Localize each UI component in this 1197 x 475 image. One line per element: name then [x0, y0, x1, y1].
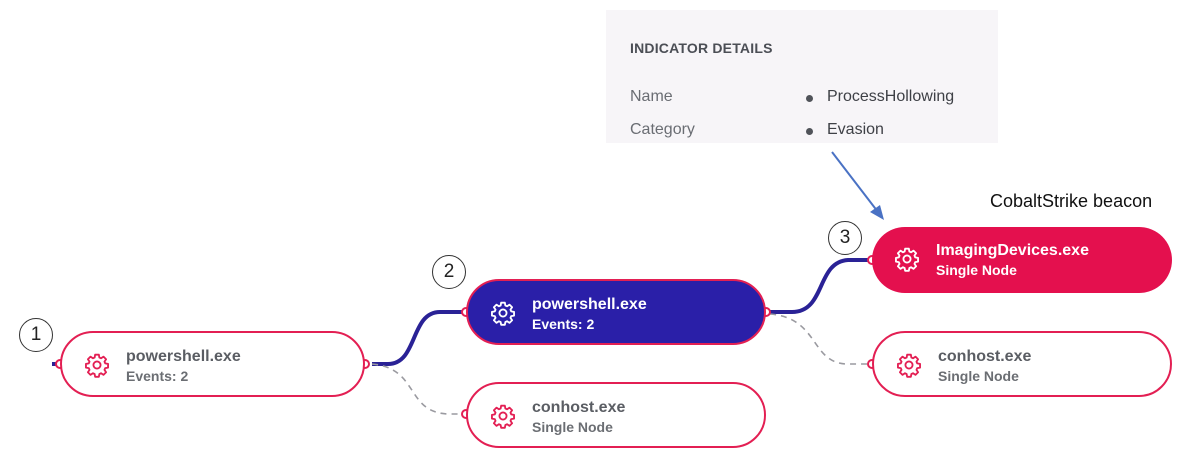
annotation-arrow — [831, 151, 879, 213]
gear-icon — [491, 301, 515, 326]
node-subtitle: Events: 2 — [532, 316, 595, 332]
step-number-1: 1 — [19, 318, 53, 352]
node-title: conhost.exe — [532, 399, 626, 416]
connector-1-conhost — [371, 363, 466, 415]
gear-icon — [895, 247, 919, 272]
annotation-arrowhead — [870, 205, 884, 220]
indicator-key: Category — [630, 121, 695, 138]
node-title: ImagingDevices.exe — [936, 242, 1089, 259]
connector-1-2 — [372, 310, 466, 366]
node-subtitle: Single Node — [532, 419, 613, 435]
node-title: powershell.exe — [532, 296, 647, 313]
indicator-value: Evasion — [827, 121, 884, 138]
step-number-3: 3 — [828, 221, 862, 255]
indicator-details-panel: INDICATOR DETAILS Name ProcessHollowing … — [606, 10, 998, 143]
annotation-label: CobaltStrike beacon — [990, 191, 1153, 211]
node-subtitle: Single Node — [938, 368, 1019, 384]
connector-2-conhost — [769, 313, 872, 365]
process-node-powershell-root[interactable]: powershell.exe Events: 2 — [60, 331, 365, 397]
connector-2-3 — [766, 258, 872, 314]
node-subtitle: Events: 2 — [126, 368, 189, 384]
indicator-details-header: INDICATOR DETAILS — [630, 40, 773, 56]
node-title: powershell.exe — [126, 348, 241, 365]
step-number-2: 2 — [432, 255, 466, 289]
node-title: conhost.exe — [938, 348, 1032, 365]
node-subtitle: Single Node — [936, 262, 1017, 278]
gear-icon — [85, 353, 109, 378]
process-node-conhost-1[interactable]: conhost.exe Single Node — [466, 382, 766, 448]
gear-icon — [897, 353, 921, 378]
indicator-key: Name — [630, 88, 673, 105]
process-node-conhost-2[interactable]: conhost.exe Single Node — [872, 331, 1172, 397]
process-node-imagingdevices[interactable]: ImagingDevices.exe Single Node — [872, 227, 1172, 293]
indicator-value: ProcessHollowing — [827, 88, 955, 105]
process-node-powershell-selected[interactable]: powershell.exe Events: 2 — [466, 279, 766, 345]
bullet-icon — [806, 128, 813, 135]
gear-icon — [491, 404, 515, 429]
bullet-icon — [806, 95, 813, 102]
